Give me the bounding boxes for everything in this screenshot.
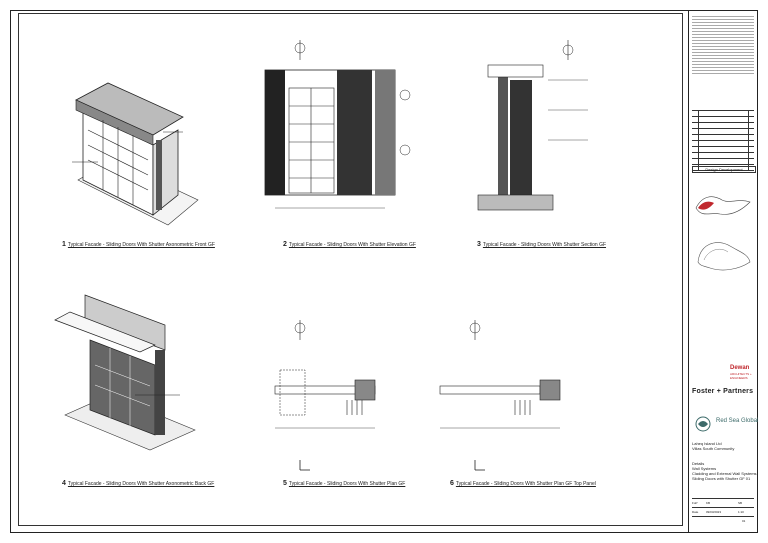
caption-text: Typical Facade - Sliding Doors With Shut… — [455, 481, 596, 487]
revision-table — [692, 110, 754, 171]
consultant-logo: Dewan — [730, 365, 750, 371]
drawing-line-4: Sliding Doors with Shutter GF 01 — [692, 476, 751, 481]
scale-value: 1:10 — [738, 510, 744, 514]
project-line-2: Villas South Community — [692, 446, 735, 451]
revision-value: 01 — [742, 519, 746, 523]
drawing-plan-gf — [274, 320, 376, 471]
drawing-frame — [18, 13, 683, 526]
drawing-plan-top-panel — [439, 320, 561, 471]
date-label: Date — [692, 510, 699, 514]
key-plan-sketch-bottom — [697, 242, 751, 271]
caption-number: 5 — [283, 480, 287, 487]
caption-text: Typical Facade - Sliding Doors With Shut… — [288, 481, 406, 487]
caption-number: 1 — [62, 241, 66, 248]
general-notes — [692, 14, 754, 109]
caption-number: 6 — [450, 480, 454, 487]
stage-label: Design Development — [692, 166, 756, 173]
drawing-sheet-border — [10, 10, 758, 533]
client-logo-mark — [695, 416, 711, 432]
consultant-subtitle: ARCHITECTS + ENGINEERS — [730, 372, 752, 380]
architect-logo: Foster + Partners — [692, 388, 754, 395]
caption-text: Typical Facade - Sliding Doors With Shut… — [67, 481, 215, 487]
drawing-elevation — [264, 40, 411, 209]
drawing-line-1: Details — [692, 461, 705, 466]
drawing-info: Details Wall Systems Cladding and Extern… — [692, 461, 757, 481]
drawing-line-2: Wall Systems — [692, 466, 717, 471]
caption-number: 3 — [477, 241, 481, 248]
checked-value: SB — [738, 501, 743, 505]
drawn-value: KB — [706, 501, 711, 505]
drawing-axonometric-front — [72, 82, 199, 226]
client-logo: Red Sea Global — [716, 418, 759, 424]
date-value: 09/03/2023 — [706, 510, 722, 514]
drawn-label: FoP — [692, 501, 698, 505]
drawing-meta: FoP KB SB Date 09/03/2023 1:10 01 — [692, 498, 754, 525]
caption-text: Typical Facade - Sliding Doors With Shut… — [482, 242, 607, 248]
caption-number: 2 — [283, 241, 287, 248]
key-plan-sketch-top — [695, 196, 751, 215]
caption-number: 4 — [62, 480, 66, 487]
project-line-1: Laheq Island Ltd — [692, 441, 722, 446]
title-block — [688, 10, 758, 533]
caption-text: Typical Facade - Sliding Doors With Shut… — [67, 242, 215, 248]
caption-text: Typical Facade - Sliding Doors With Shut… — [288, 242, 416, 248]
drawing-line-3: Cladding and External Wall Systems — [692, 471, 757, 476]
drawing-axonometric-back — [54, 294, 196, 451]
drawing-section — [477, 40, 588, 211]
project-info: Laheq Island Ltd Villas South Community — [692, 441, 734, 451]
